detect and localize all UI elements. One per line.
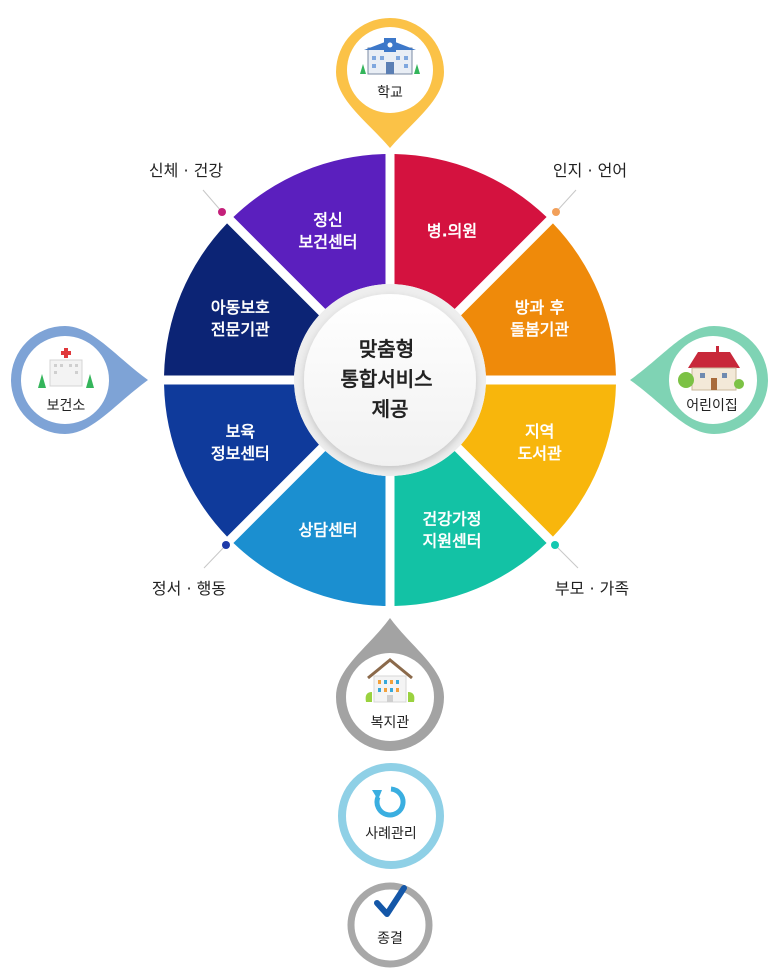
segment-label-line: 정보센터 bbox=[211, 444, 270, 463]
health-center-pin[interactable]: 보건소 bbox=[11, 326, 148, 434]
segment-label-line: 도서관 bbox=[518, 444, 562, 463]
category-label-family: 부모 · 가족 bbox=[555, 579, 629, 598]
welfare-center-pin-label: 복지관 bbox=[371, 715, 410, 731]
segment-local-library[interactable] bbox=[460, 384, 616, 537]
segment-label-hospital-clinic: 병.의원 bbox=[427, 221, 477, 240]
health-center-pin-label: 보건소 bbox=[47, 398, 86, 414]
daycare-pin[interactable]: 어린이집 bbox=[630, 326, 768, 434]
case-management-step[interactable]: 사례관리 bbox=[338, 763, 444, 869]
segment-childcare-info-center[interactable] bbox=[164, 384, 320, 537]
center-line-3: 제공 bbox=[372, 397, 409, 421]
segment-label-line: 돌봄기관 bbox=[510, 320, 569, 339]
segment-label-line: 지역 bbox=[525, 422, 554, 441]
segment-counseling-center[interactable] bbox=[233, 450, 386, 606]
daycare-pin-label: 어린이집 bbox=[686, 398, 738, 414]
hospital-icon bbox=[38, 348, 94, 388]
leader-line bbox=[554, 544, 579, 569]
category-label-physical: 신체 · 건강 bbox=[149, 161, 223, 180]
leader-line bbox=[203, 544, 227, 569]
refresh-icon bbox=[372, 786, 406, 818]
segment-label-line: 상담센터 bbox=[299, 521, 358, 540]
school-icon bbox=[360, 38, 420, 75]
check-icon bbox=[374, 885, 407, 917]
school-pin[interactable]: 학교 bbox=[336, 18, 444, 148]
leader-line bbox=[555, 189, 577, 213]
segment-label-line: 정신 bbox=[313, 210, 342, 229]
category-label-cognitive: 인지 · 언어 bbox=[553, 161, 627, 180]
school-pin-label: 학교 bbox=[377, 85, 403, 101]
center-circle bbox=[304, 294, 476, 466]
center-title: 맞춤형 통합서비스 제공 bbox=[341, 337, 440, 421]
segment-label-line: 병.의원 bbox=[427, 221, 477, 240]
segment-child-protection-agency[interactable] bbox=[164, 223, 320, 376]
building-icon bbox=[365, 658, 415, 703]
segment-mental-health-center[interactable] bbox=[233, 154, 386, 310]
segment-label-line: 아동보호 bbox=[211, 298, 270, 317]
center-line-1: 맞춤형 bbox=[359, 337, 414, 361]
termination-ring bbox=[347, 882, 433, 968]
segment-label-line: 방과 후 bbox=[515, 298, 565, 317]
segment-hospital-clinic[interactable] bbox=[394, 154, 547, 310]
welfare-center-pin[interactable]: 복지관 bbox=[336, 618, 444, 751]
category-label-emotion: 정서 · 행동 bbox=[152, 579, 226, 598]
category-dot bbox=[218, 208, 226, 216]
segment-label-line: 건강가정 bbox=[423, 510, 482, 529]
segment-after-school-care[interactable] bbox=[460, 223, 616, 376]
house-icon bbox=[678, 346, 744, 391]
termination-label: 종결 bbox=[377, 931, 403, 947]
segment-label-line: 보육 bbox=[226, 422, 256, 441]
segment-label-line: 지원센터 bbox=[423, 532, 482, 551]
segment-label-line: 전문기관 bbox=[211, 320, 270, 339]
leader-line bbox=[202, 189, 223, 213]
segment-label-line: 보건센터 bbox=[299, 232, 358, 251]
category-dot bbox=[222, 541, 230, 549]
center-line-2: 통합서비스 bbox=[341, 367, 433, 391]
category-dot bbox=[551, 541, 559, 549]
category-dot bbox=[552, 208, 560, 216]
case-management-label: 사례관리 bbox=[365, 826, 417, 842]
segment-label-counseling-center: 상담센터 bbox=[299, 521, 358, 540]
segment-family-support-center[interactable] bbox=[394, 450, 547, 606]
category-leaders bbox=[202, 189, 579, 569]
termination-step[interactable]: 종결 bbox=[347, 882, 433, 968]
